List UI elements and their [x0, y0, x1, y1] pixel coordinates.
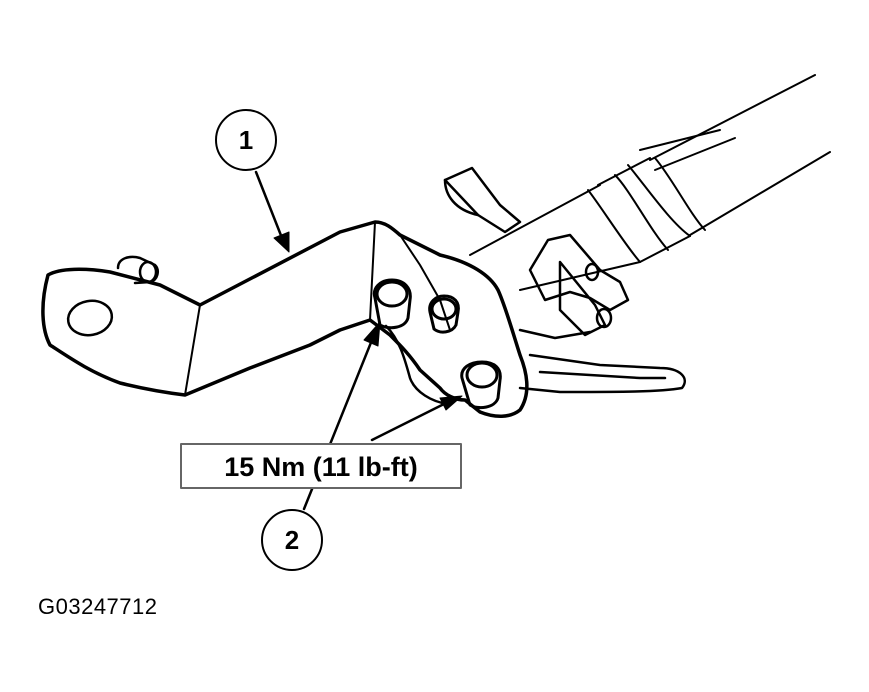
callout-1-leader [254, 170, 284, 240]
torque-spec-box: 15 Nm (11 lb-ft) [180, 443, 462, 489]
middle-stud [428, 294, 460, 334]
callout-2-arrowhead-upper [363, 321, 381, 347]
upper-clamp-tab [443, 166, 522, 234]
callout-2-label: 2 [285, 525, 299, 555]
bracket-pin [116, 255, 159, 285]
figure-id: G03247712 [38, 594, 158, 619]
lower-bracket-assembly [518, 233, 686, 394]
bolt-leader-curve [384, 324, 450, 406]
shift-bracket [41, 220, 529, 418]
steering-column-shaft [469, 74, 831, 291]
callout-2-leader-lower [370, 400, 450, 442]
torque-spec-text: 15 Nm (11 lb-ft) [224, 452, 418, 482]
callout-1: 1 [215, 109, 290, 253]
lower-bolt [460, 360, 502, 410]
callout-2-arrowhead-lower [439, 395, 463, 411]
upper-bolt [372, 278, 412, 330]
callout-1-arrowhead [273, 231, 290, 253]
callout-1-label: 1 [239, 125, 253, 155]
